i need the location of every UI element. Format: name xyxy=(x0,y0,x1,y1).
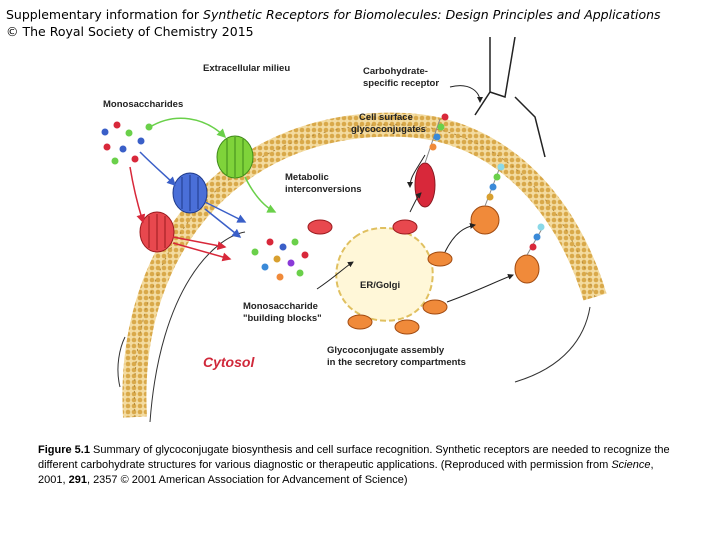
book-title: Synthetic Receptors for Biomolecules: De… xyxy=(203,7,661,22)
carbohydrate-receptor xyxy=(474,36,546,158)
label-building-1: Monosaccharide xyxy=(243,301,318,312)
transporter-blue xyxy=(172,172,208,214)
header-line-1: Supplementary information for Synthetic … xyxy=(6,6,706,23)
pathway-arrows xyxy=(129,85,514,303)
label-monosaccharides: Monosaccharides xyxy=(103,99,183,110)
label-carb-receptor-1: Carbohydrate- xyxy=(363,66,428,77)
caption-volume: 291 xyxy=(68,474,87,486)
transporter-green xyxy=(216,135,254,179)
free-monosaccharides xyxy=(101,121,153,165)
label-cell-surface-2: glycoconjugates xyxy=(351,124,426,135)
label-er-golgi: ER/Golgi xyxy=(360,280,400,291)
transporter-red xyxy=(139,211,175,253)
label-metabolic-1: Metabolic xyxy=(285,172,329,183)
cell-membrane xyxy=(117,112,607,423)
caption-mid: , 2001, xyxy=(38,459,654,486)
label-metabolic-2: interconversions xyxy=(285,184,362,195)
label-extracellular: Extracellular milieu xyxy=(203,63,290,74)
caption-label: Figure 5.1 xyxy=(38,444,90,456)
label-assembly-2: in the secretory compartments xyxy=(327,357,466,368)
figure-illustration: Extracellular milieu Carbohydrate- speci… xyxy=(101,36,607,423)
building-block-cluster xyxy=(251,238,309,281)
header-line-2: © The Royal Society of Chemistry 2015 xyxy=(6,24,254,39)
page-header: Supplementary information for Synthetic … xyxy=(6,6,706,40)
label-carb-receptor-2: specific receptor xyxy=(363,78,439,89)
er-golgi xyxy=(307,219,453,335)
glycoconjugate-figure: Extracellular milieu Carbohydrate- speci… xyxy=(95,36,607,423)
label-assembly-1: Glycoconjugate assembly xyxy=(327,345,445,356)
glycan-chains xyxy=(424,113,545,256)
header-prefix: Supplementary information for xyxy=(6,7,204,22)
caption-end: , 2357 © 2001 American Association for A… xyxy=(86,474,408,486)
label-cell-surface-1: Cell surface xyxy=(359,112,413,123)
caption-text: Summary of glycoconjugate biosynthesis a… xyxy=(38,444,670,471)
label-building-2: "building blocks" xyxy=(243,313,322,324)
caption-journal: Science xyxy=(611,459,651,471)
figure-caption: Figure 5.1 Summary of glycoconjugate bio… xyxy=(38,443,678,488)
label-cytosol: Cytosol xyxy=(203,354,255,370)
